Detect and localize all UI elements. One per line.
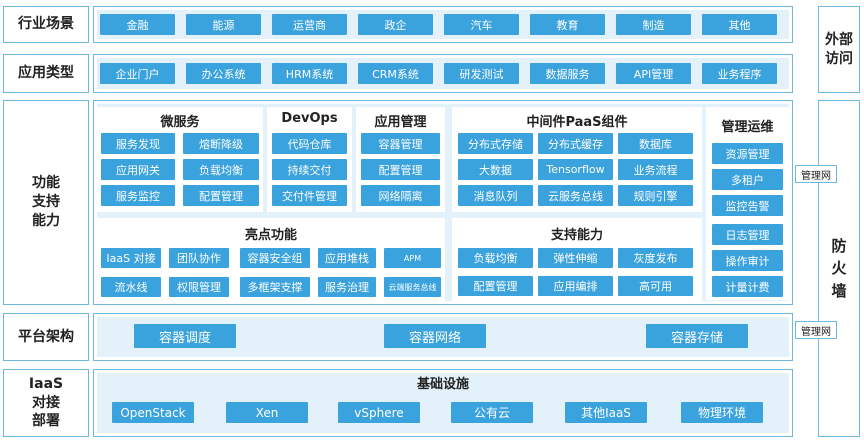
mw-rule-engine[interactable]: 规则引擎	[618, 185, 693, 206]
appmgmt-config-management[interactable]: 配置管理	[361, 159, 440, 180]
label-platform-architecture: 平台架构	[3, 313, 89, 361]
ops-title: 管理运维	[721, 120, 774, 135]
ops-monitoring-alerts[interactable]: 监控告警	[712, 195, 783, 216]
app-type-crm[interactable]: CRM系统	[358, 63, 433, 84]
devops-code-repo[interactable]: 代码仓库	[272, 133, 347, 154]
ms-app-gateway[interactable]: 应用网关	[101, 159, 175, 180]
app-management-title: 应用管理	[374, 115, 427, 130]
microservice-title: 微服务	[160, 115, 200, 130]
industry-government[interactable]: 政企	[358, 14, 433, 35]
devops-title: DevOps	[281, 111, 338, 126]
infrastructure-title: 基础设施	[416, 377, 469, 392]
infra-other-iaas[interactable]: 其他IaaS	[565, 402, 647, 423]
app-type-enterprise-portal[interactable]: 企业门户	[100, 63, 175, 84]
app-type-data-service[interactable]: 数据服务	[530, 63, 605, 84]
app-type-business-program[interactable]: 业务程序	[702, 63, 777, 84]
mw-distributed-cache[interactable]: 分布式缓存	[538, 133, 613, 154]
hl-iaas-integration[interactable]: IaaS 对接	[101, 248, 161, 268]
ops-log-management[interactable]: 日志管理	[712, 224, 783, 245]
app-type-api-management[interactable]: API管理	[616, 63, 691, 84]
sp-high-availability[interactable]: 高可用	[618, 276, 693, 296]
app-type-hrm[interactable]: HRM系统	[272, 63, 347, 84]
industry-manufacturing[interactable]: 制造	[616, 14, 691, 35]
platform-container-storage[interactable]: 容器存储	[646, 324, 748, 348]
mw-distributed-storage[interactable]: 分布式存储	[458, 133, 533, 154]
sp-config-management[interactable]: 配置管理	[458, 276, 533, 296]
devops-continuous-delivery[interactable]: 持续交付	[272, 159, 347, 180]
sp-load-balancing[interactable]: 负载均衡	[458, 248, 533, 268]
industry-energy[interactable]: 能源	[186, 14, 261, 35]
mw-database[interactable]: 数据库	[618, 133, 693, 154]
ops-operation-audit[interactable]: 操作审计	[712, 250, 783, 271]
hl-service-governance[interactable]: 服务治理	[318, 277, 376, 297]
sp-canary-release[interactable]: 灰度发布	[618, 248, 693, 268]
ops-multi-tenant[interactable]: 多租户	[712, 169, 783, 190]
hl-container-security-group[interactable]: 容器安全组	[240, 248, 310, 268]
appmgmt-container-management[interactable]: 容器管理	[361, 133, 440, 154]
app-type-rd-testing[interactable]: 研发测试	[444, 63, 519, 84]
mw-big-data[interactable]: 大数据	[458, 159, 533, 180]
industry-automotive[interactable]: 汽车	[444, 14, 519, 35]
infra-public-cloud[interactable]: 公有云	[451, 402, 533, 423]
hl-permission-management[interactable]: 权限管理	[169, 277, 229, 297]
label-iaas-deployment: IaaS 对接 部署	[3, 369, 89, 437]
label-function-support: 功能 支持 能力	[3, 100, 89, 305]
industry-other[interactable]: 其他	[702, 14, 777, 35]
ms-circuit-breaker[interactable]: 熔断降级	[183, 133, 259, 154]
management-network-tag-2: 管理网	[795, 321, 837, 339]
infrastructure-row	[93, 369, 793, 437]
label-firewall: 防 火 墙	[818, 100, 860, 437]
ms-config-management[interactable]: 配置管理	[183, 185, 259, 206]
hl-team-collaboration[interactable]: 团队协作	[169, 248, 229, 268]
industry-finance[interactable]: 金融	[100, 14, 175, 35]
ops-metering-billing[interactable]: 计量计费	[712, 276, 783, 297]
management-network-tag-1: 管理网	[795, 165, 837, 183]
hl-apm[interactable]: APM	[384, 248, 441, 268]
platform-container-network[interactable]: 容器网络	[384, 324, 486, 348]
mw-tensorflow[interactable]: Tensorflow	[538, 159, 613, 180]
hl-cloud-service-bus[interactable]: 云端服务总线	[384, 277, 441, 297]
infra-xen[interactable]: Xen	[226, 402, 308, 423]
app-type-office-system[interactable]: 办公系统	[186, 63, 261, 84]
appmgmt-network-isolation[interactable]: 网络隔离	[361, 185, 440, 206]
ms-load-balancing[interactable]: 负载均衡	[183, 159, 259, 180]
mw-cloud-service-bus[interactable]: 云服务总线	[538, 185, 613, 206]
mw-business-process[interactable]: 业务流程	[618, 159, 693, 180]
label-application-types: 应用类型	[3, 54, 89, 93]
label-external-access: 外部 访问	[818, 6, 860, 93]
hl-pipeline[interactable]: 流水线	[101, 277, 161, 297]
infra-physical[interactable]: 物理环境	[681, 402, 763, 423]
label-industry-scenarios: 行业场景	[3, 6, 89, 43]
platform-container-scheduling[interactable]: 容器调度	[134, 324, 236, 348]
middleware-title: 中间件PaaS组件	[526, 115, 628, 130]
infra-vsphere[interactable]: vSphere	[338, 402, 420, 423]
sp-elastic-scaling[interactable]: 弹性伸缩	[538, 248, 613, 268]
infra-openstack[interactable]: OpenStack	[112, 402, 194, 423]
infrastructure-band	[97, 373, 789, 433]
devops-artifact-management[interactable]: 交付件管理	[272, 185, 347, 206]
support-title: 支持能力	[550, 228, 603, 243]
ops-resource-management[interactable]: 资源管理	[712, 143, 783, 164]
ms-service-monitoring[interactable]: 服务监控	[101, 185, 175, 206]
mw-message-queue[interactable]: 消息队列	[458, 185, 533, 206]
industry-carrier[interactable]: 运营商	[272, 14, 347, 35]
ms-service-discovery[interactable]: 服务发现	[101, 133, 175, 154]
highlights-title: 亮点功能	[244, 228, 297, 243]
industry-education[interactable]: 教育	[530, 14, 605, 35]
hl-multi-framework[interactable]: 多框架支撑	[240, 277, 310, 297]
hl-application-stack[interactable]: 应用堆栈	[318, 248, 376, 268]
sp-app-orchestration[interactable]: 应用编排	[538, 276, 613, 296]
